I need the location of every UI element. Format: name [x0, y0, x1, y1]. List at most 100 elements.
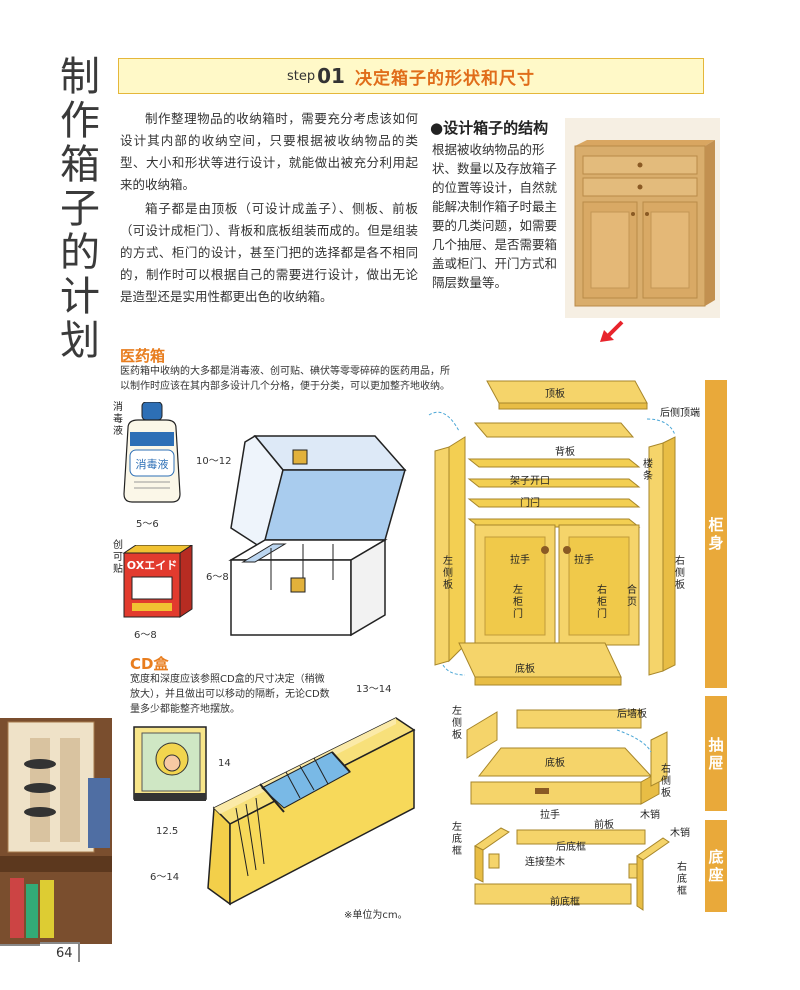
structure-title: ●设计箱子的结构	[430, 119, 549, 137]
step-title: 决定箱子的形状和尺寸	[354, 68, 535, 89]
right-door-label-char: 门	[597, 609, 607, 620]
cd-dim-top: 13～14	[356, 684, 392, 695]
base-left-label-char: 底	[452, 834, 462, 845]
left-side-label-char: 左	[443, 556, 453, 567]
base-left-label-char: 框	[452, 846, 462, 857]
label-bottom-board: 底板	[515, 664, 535, 675]
label-handle-left: 拉手	[510, 555, 530, 566]
left-door-label-char: 左	[513, 585, 523, 596]
base-label-left-frame: 左底框	[451, 822, 463, 858]
tab-base-char: 座	[708, 866, 724, 884]
right-side-label-char: 侧	[675, 568, 685, 579]
drawer-label-handle: 拉手	[540, 810, 560, 821]
cd-case-illustration	[133, 726, 207, 801]
chapter-title-char: 制	[60, 54, 100, 100]
base-label-dowel: 木销	[670, 828, 690, 839]
cd-title: CD盒	[130, 655, 169, 673]
label-handle-right: 拉手	[574, 555, 594, 566]
label-door-frame: 门闩	[520, 498, 540, 509]
arrow-icon	[600, 320, 624, 342]
cd-height: 14	[218, 758, 231, 769]
bottle-width: 5～6	[136, 519, 159, 530]
left-side-label-char: 板	[443, 580, 453, 591]
drawer-right-label-char: 右	[661, 764, 671, 775]
tab-body-char: 身	[708, 534, 724, 552]
drawer-left-label-char: 左	[452, 706, 462, 717]
label-hinge: 合页	[626, 585, 638, 609]
unit-note: ※单位为cm。	[344, 910, 408, 921]
hinge-label-char: 页	[627, 597, 637, 608]
drawer-left-label-char: 板	[452, 730, 462, 741]
chapter-title-char: 划	[60, 318, 100, 364]
base-right-label-char: 底	[677, 874, 687, 885]
left-side-label-char: 侧	[443, 568, 453, 579]
stile-label-char: 条	[643, 471, 653, 482]
drawer-right-label-char: 侧	[661, 776, 671, 787]
tab-base: 底座	[705, 820, 727, 912]
bandage-illustration: OXエイド	[122, 545, 193, 618]
chapter-title-char: 计	[60, 274, 100, 320]
base-right-label-char: 右	[677, 862, 687, 873]
stile-label-char: 楼	[643, 459, 653, 470]
tab-drawer-char: 抽	[708, 735, 724, 754]
drawer-label-front: 前板	[594, 820, 614, 831]
bandage-height: 6～8	[206, 572, 229, 583]
chapter-title-char: 作	[60, 98, 100, 144]
bottle-label-char: 液	[113, 426, 123, 437]
bandage-label-char: 创	[113, 540, 123, 551]
footer-rule	[0, 944, 40, 946]
drawer-label-right-side: 右侧板	[660, 764, 672, 800]
drawer-label-back: 后墙板	[617, 709, 647, 720]
label-stile: 楼条	[642, 459, 654, 483]
bottle-label: 消毒液	[112, 402, 124, 438]
tab-drawer: 抽屉	[705, 696, 727, 811]
tab-base-char: 底	[708, 848, 724, 866]
cd-width: 12.5	[156, 826, 179, 837]
label-top-board: 顶板	[545, 389, 565, 400]
drawer-label-left-side: 左侧板	[451, 706, 463, 742]
tab-drawer-char: 屉	[708, 753, 724, 772]
bandage-width: 6～8	[134, 630, 157, 641]
label-left-side: 左侧板	[442, 556, 454, 592]
chapter-title: 制作箱子的计划	[58, 55, 102, 363]
intro-paragraph-1: 制作整理物品的收纳箱时，需要充分考虑该如何设计其内部的收纳空间，只要根据被收纳物…	[120, 111, 418, 192]
cd-desc: 宽度和深度应该参照CD盒的尺寸决定（稍微放大），并且做出可以移动的隔断，无论CD…	[130, 674, 330, 715]
bottle-text: 消毒液	[136, 457, 169, 471]
base-label-block: 连接垫木	[525, 857, 565, 868]
cabinet-exploded-diagram	[428, 380, 676, 686]
label-left-door: 左柜门	[512, 585, 524, 621]
page-number: 64	[40, 942, 80, 962]
drawer-left-label-char: 侧	[452, 718, 462, 729]
bottle-illustration: 消毒液	[123, 402, 181, 503]
chapter-title-char: 的	[60, 230, 100, 276]
label-right-door: 右柜门	[596, 585, 608, 621]
step-number: 01	[317, 64, 345, 88]
bandage-label-char: 贴	[113, 564, 123, 575]
medicine-box-illustration	[228, 435, 407, 637]
base-exploded-diagram	[474, 827, 670, 911]
right-side-label-char: 板	[675, 580, 685, 591]
drawer-exploded-diagram	[466, 709, 668, 805]
bandage-label-char: 可	[113, 552, 123, 563]
drawer-right-label-char: 板	[661, 788, 671, 799]
bandage-label: 创可贴	[112, 540, 124, 576]
cabinet-photo	[565, 118, 720, 318]
base-right-label-char: 框	[677, 886, 687, 897]
medicine-desc: 医药箱中收纳的大多都是消毒液、创可贴、碘伏等零零碎碎的医药用品，所以制作时应该在…	[120, 366, 450, 392]
cd-box-height: 6～14	[150, 872, 180, 883]
right-side-label-char: 右	[675, 556, 685, 567]
right-door-label-char: 右	[597, 585, 607, 596]
intro-paragraph-2: 箱子都是由顶板（可设计成盖子）、侧板、前板（可设计成柜门）、背板和底板组装而成的…	[120, 201, 418, 304]
base-label-right-frame: 右底框	[676, 862, 688, 898]
base-label-front-frame: 前底框	[550, 897, 580, 908]
drawer-label-dowel: 木销	[640, 810, 660, 821]
right-door-label-char: 柜	[597, 597, 607, 608]
left-door-label-char: 门	[513, 609, 523, 620]
medicine-title: 医药箱	[120, 347, 166, 365]
intro-text: 制作整理物品的收纳箱时，需要充分考虑该如何设计其内部的收纳空间，只要根据被收纳物…	[120, 108, 418, 310]
cd-box-illustration	[207, 717, 416, 906]
chapter-title-char: 箱	[60, 142, 100, 188]
label-back-board: 背板	[555, 447, 575, 458]
structure-body: 根据被收纳物品的形状、数量以及存放箱子的位置等设计，自然就能解决制作箱子时最主要…	[432, 142, 558, 290]
bottle-label-char: 消	[113, 402, 123, 413]
